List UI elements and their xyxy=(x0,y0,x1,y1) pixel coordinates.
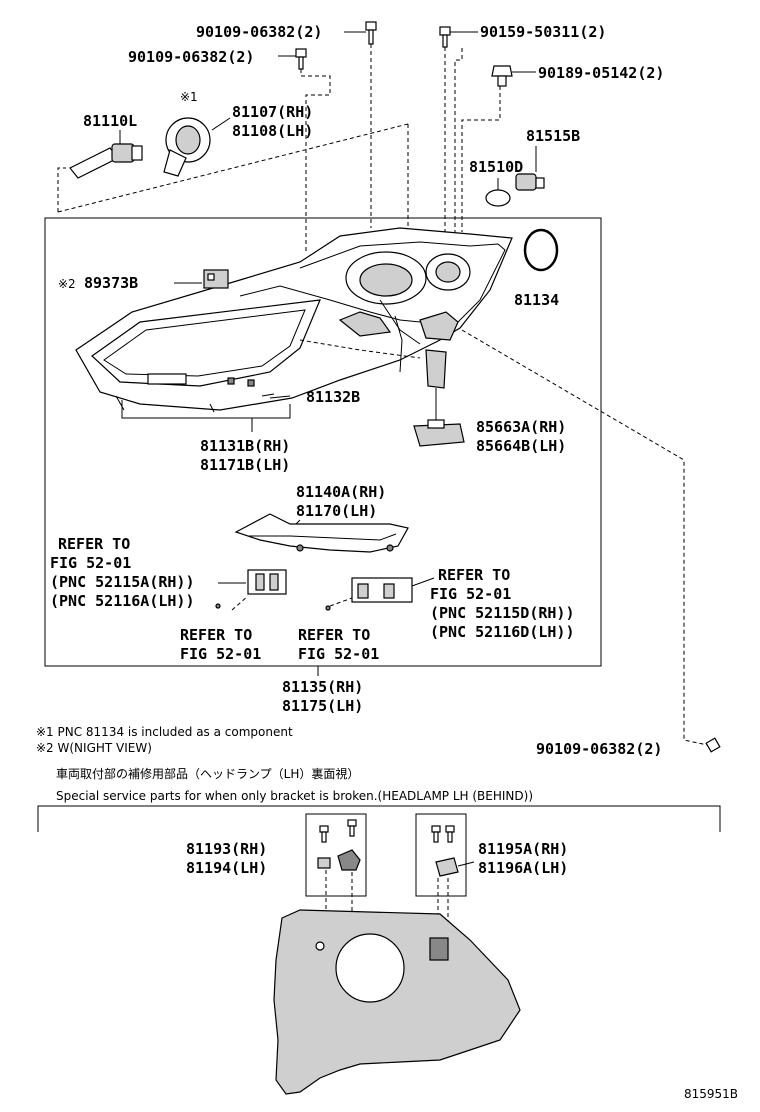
note1-text: ※1 PNC 81134 is included as a component xyxy=(36,725,293,739)
note2-text: ※2 W(NIGHT VIEW) xyxy=(36,741,152,755)
night-view-connector-icon xyxy=(203,269,229,289)
label-ballast-lh: 85664B(LH) xyxy=(476,437,566,455)
label-bolt-top-left: 90109-06382(2) xyxy=(196,23,322,41)
refer2-line4: (PNC 52116D(LH)) xyxy=(430,623,575,641)
label-bolt-left: 90109-06382(2) xyxy=(128,48,254,66)
refer3-line2: FIG 52-01 xyxy=(180,645,261,663)
refer1-line4: (PNC 52116A(LH)) xyxy=(50,592,195,610)
refer2-line1: REFER TO xyxy=(438,566,510,584)
kit-b-box xyxy=(415,813,467,897)
label-assy-rh: 81135(RH) xyxy=(282,678,363,696)
lower-bracket-icon xyxy=(234,513,409,553)
bolt-top-left-icon xyxy=(365,21,377,45)
label-81510d: 81510D xyxy=(469,158,523,176)
bracket-a-icon xyxy=(247,569,287,595)
socket-icon xyxy=(163,117,211,177)
assembly-frame xyxy=(44,217,602,667)
wedge-bulb-icon xyxy=(485,189,511,207)
label-bracket-lh: 81170(LH) xyxy=(296,502,377,520)
label-kit-a-rh: 81193(RH) xyxy=(186,840,267,858)
label-89373b: 89373B xyxy=(84,274,138,292)
label-clip: 90189-05142(2) xyxy=(538,64,664,82)
label-81515b: 81515B xyxy=(526,127,580,145)
headlamp-housing xyxy=(75,227,513,413)
refer2-line2: FIG 52-01 xyxy=(430,585,511,603)
kit-a-box xyxy=(305,813,367,897)
label-kit-a-lh: 81194(LH) xyxy=(186,859,267,877)
label-lens-lh: 81171B(LH) xyxy=(200,456,290,474)
label-screw-top-right: 90159-50311(2) xyxy=(480,23,606,41)
refer4-line2: FIG 52-01 xyxy=(298,645,379,663)
refer2-line3: (PNC 52115D(RH)) xyxy=(430,604,575,622)
bottom-section-frame xyxy=(37,805,721,832)
label-ballast-rh: 85663A(RH) xyxy=(476,418,566,436)
label-81132b: 81132B xyxy=(306,388,360,406)
bulb-socket-small-icon xyxy=(515,173,545,191)
refer1-line2: FIG 52-01 xyxy=(50,554,131,572)
figure-id: 815951B xyxy=(684,1087,738,1101)
refer3-line1: REFER TO xyxy=(180,626,252,644)
bracket-b-icon xyxy=(351,577,413,603)
bulb-icon xyxy=(69,143,143,179)
jp-caption: 車両取付部の補修用部品（ヘッドランプ（LH）裏面視） xyxy=(56,766,359,781)
ballast-icon xyxy=(413,419,465,447)
note2-mark: ※2 xyxy=(58,277,76,291)
label-assy-lh: 81175(LH) xyxy=(282,697,363,715)
en-caption: Special service parts for when only brac… xyxy=(56,789,533,803)
refer4-line1: REFER TO xyxy=(298,626,370,644)
label-bulb: 81110L xyxy=(83,112,137,130)
clip-icon xyxy=(491,65,513,87)
seal-ring-icon xyxy=(523,228,559,272)
label-bolt-bottom-right: 90109-06382(2) xyxy=(536,740,662,758)
label-lens-rh: 81131B(RH) xyxy=(200,437,290,455)
note1-mark: ※1 xyxy=(180,90,198,104)
bolt-bottom-right-icon xyxy=(705,737,721,753)
screw-top-right-icon xyxy=(439,26,451,48)
kit-a-parts-icon xyxy=(317,819,361,871)
label-kit-b-lh: 81196A(LH) xyxy=(478,859,568,877)
label-bracket-rh: 81140A(RH) xyxy=(296,483,386,501)
headlamp-back-view xyxy=(273,909,521,1095)
label-81134: 81134 xyxy=(514,291,559,309)
refer1-line3: (PNC 52115A(RH)) xyxy=(50,573,195,591)
kit-b-parts-icon xyxy=(431,825,459,877)
label-socket-rh: 81107(RH) xyxy=(232,103,313,121)
label-socket-lh: 81108(LH) xyxy=(232,122,313,140)
refer1-line1: REFER TO xyxy=(58,535,130,553)
label-kit-b-rh: 81195A(RH) xyxy=(478,840,568,858)
bolt-left-icon xyxy=(295,48,307,70)
